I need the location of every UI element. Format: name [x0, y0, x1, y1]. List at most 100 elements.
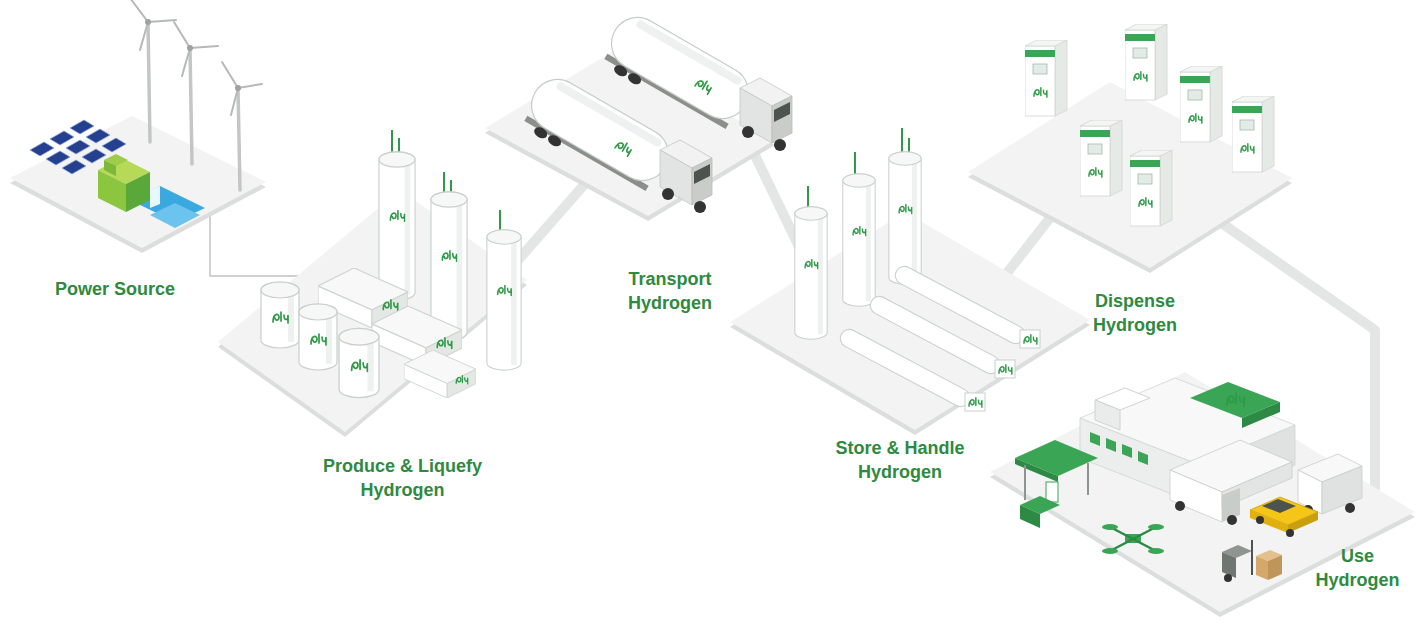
wind-turbine [190, 46, 218, 48]
hydrogen-users [1322, 466, 1362, 514]
hydrogen-users [1222, 552, 1236, 578]
wind-turbine [238, 88, 240, 190]
production-plant [487, 230, 521, 370]
hydro-dam [150, 203, 200, 228]
wind-turbine [187, 45, 193, 51]
platform [968, 82, 1292, 268]
tanker-truck [742, 126, 754, 138]
tanker-truck [774, 102, 790, 122]
hydrogen-users [1250, 510, 1288, 533]
platform [218, 190, 527, 432]
hydrogen-users [1138, 451, 1148, 465]
storage-tanks [889, 152, 921, 285]
hydrogen-users [1024, 465, 1026, 500]
wind-turbine [145, 19, 151, 25]
stage-label: Transport Hydrogen [610, 268, 730, 316]
hydrogen-users [1122, 444, 1132, 458]
storage-tanks [969, 398, 982, 407]
stage-label: Dispense Hydrogen [1075, 290, 1195, 338]
hydrogen-users [1268, 555, 1282, 580]
stage-label: Use Hydrogen [1303, 545, 1413, 593]
stage-platform: Dispense Hydrogen [1060, 60, 1210, 345]
storage-tanks [1024, 335, 1037, 344]
platform [10, 52, 1415, 617]
solar-panels [82, 149, 106, 163]
tanker-truck [517, 70, 712, 213]
storage-tanks [965, 393, 985, 411]
hydrogen-dispensers [1232, 96, 1274, 172]
hydrogen-users [1095, 400, 1120, 430]
storage-tanks [892, 263, 1028, 346]
hydrogen-users [1015, 440, 1098, 476]
hydro-dam [126, 172, 150, 212]
hydrogen-dispensers [1025, 40, 1067, 116]
hydrogen-users [1170, 470, 1222, 522]
platform [10, 116, 266, 248]
platform [990, 372, 1415, 612]
hydrogen-users [1175, 501, 1185, 511]
wind-turbine [174, 22, 190, 48]
solar-panels [50, 131, 74, 145]
production-plant [404, 350, 476, 398]
production-plant [261, 282, 299, 348]
solar-panels [66, 140, 90, 154]
hydro-dam [104, 160, 116, 176]
flow-connector [210, 215, 300, 276]
hydrogen-users [1015, 458, 1058, 482]
hydrogen-users [1106, 438, 1116, 452]
hydrogen-users [1020, 505, 1040, 528]
wind-turbine [182, 48, 190, 76]
hydrogen-users [1262, 499, 1296, 513]
stage-label: Store & Handle Hydrogen [820, 437, 980, 485]
hydro-dam [98, 154, 205, 228]
wind-turbine [190, 48, 192, 164]
hydrogen-dispensers [1080, 120, 1122, 196]
hydrogen-users [1090, 432, 1100, 446]
stage-label: Produce & Liquefy Hydrogen [303, 455, 503, 503]
production-plant [299, 304, 337, 370]
stage-label: Power Source [25, 278, 205, 302]
hydrogen-users [1148, 524, 1164, 530]
hydrogen-dispensers [1125, 24, 1167, 100]
hydrogen-users [1148, 548, 1164, 554]
tanker-truck [615, 139, 633, 156]
stage-platform: Use Hydrogen [1300, 490, 1415, 600]
stage-platform: Produce & Liquefy Hydrogen [300, 240, 505, 507]
solar-panels [102, 138, 126, 152]
wind-turbine [148, 20, 176, 22]
tanker-truck [774, 139, 786, 151]
stage-platform: Transport Hydrogen [590, 60, 750, 320]
storage-tanks [995, 360, 1015, 378]
storage-tanks [999, 365, 1012, 374]
wind-turbine [235, 85, 241, 91]
hydrogen-users [1102, 524, 1118, 530]
wind-turbine [222, 62, 238, 88]
storage-tanks [892, 263, 1028, 346]
production-plant [339, 328, 379, 397]
storage-tanks [1020, 330, 1040, 348]
hydrogen-dispensers [1180, 66, 1222, 142]
storage-tanks [795, 128, 1040, 411]
storage-tanks [837, 326, 973, 409]
tanker-truck [662, 188, 674, 200]
wind-turbine [231, 88, 238, 115]
production-plant [379, 152, 415, 300]
hydro-dam [150, 186, 160, 208]
tanker-truck [602, 8, 758, 128]
storage-tanks [837, 326, 973, 409]
hydrogen-users [1112, 528, 1154, 550]
hydrogen-users [1090, 432, 1148, 465]
hydrogen-users [1288, 512, 1318, 533]
stage-platform: Store & Handle Hydrogen [800, 280, 1000, 490]
hydrogen-users [1256, 556, 1268, 580]
tanker-truck [522, 70, 678, 190]
tanker-truck [692, 158, 712, 205]
production-plant [261, 130, 521, 398]
hydrogen-users [1102, 548, 1118, 554]
stage-platform: Power Source [20, 100, 210, 306]
hydrogen-users [1087, 463, 1089, 495]
wind-turbine [140, 22, 148, 50]
wind-turbine [130, 0, 262, 190]
hydrogen-users [1251, 540, 1253, 575]
